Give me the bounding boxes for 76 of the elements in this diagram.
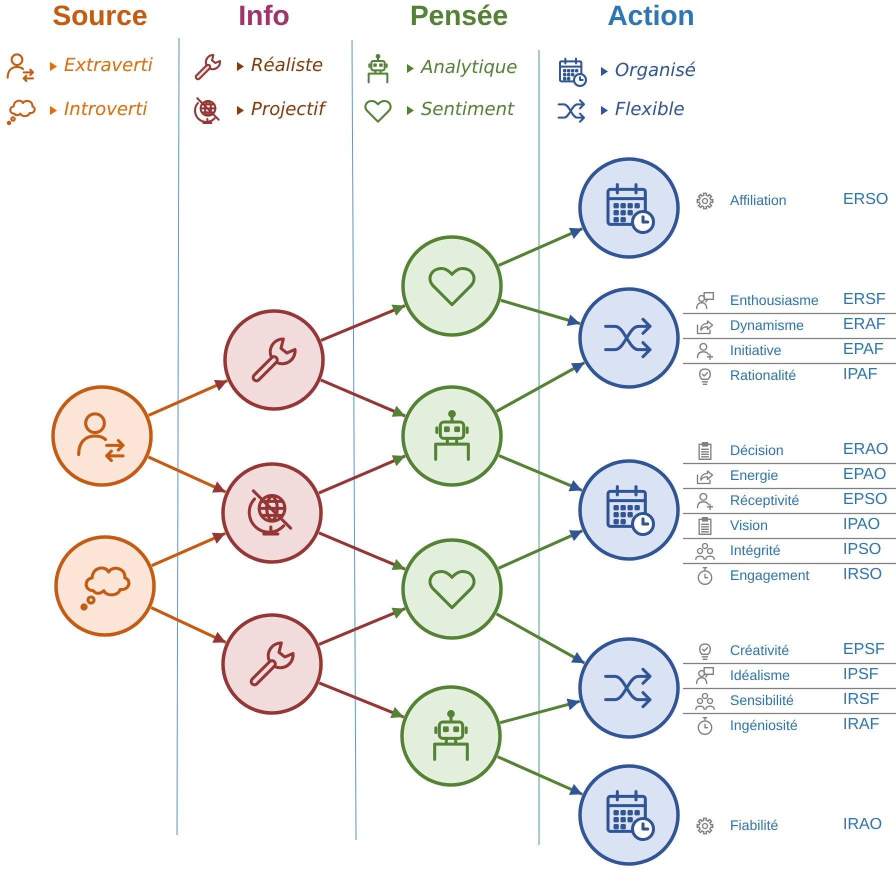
arrow [496,612,586,664]
arrow [151,532,226,567]
type-code: IRAF [843,716,880,734]
arrow [318,531,406,571]
type-code: IRSO [843,566,882,584]
column-heading: Action [607,0,695,32]
circle-node [221,462,323,564]
legend-text: Organisé [615,60,696,81]
circle-node [223,309,325,411]
type-code: IPAF [843,366,878,384]
arrow [320,378,406,418]
column-heading: Info [238,0,290,32]
circle-node [578,157,680,259]
type-code: IRAO [843,816,882,834]
trait-name: Créativité [730,642,790,658]
arrow [318,682,404,718]
type-code: ERAF [843,316,886,334]
type-code: EPSF [843,641,885,659]
trait-name: Enthousiasme [730,292,819,308]
trait-name: Dynamisme [730,317,804,333]
legend-text: Projectif [251,99,325,120]
circle-node [51,385,153,487]
trait-name: Idéalisme [730,667,790,683]
type-code: IPAO [843,516,880,534]
trait-name: Sensibilité [730,692,794,708]
legend-text: Extraverti [64,55,153,76]
circle-node [54,535,156,637]
arrow [496,361,586,413]
type-code: IRSF [843,691,880,709]
trait-name: Vision [730,517,768,533]
legend-text: Sentiment [421,99,514,120]
arrow [498,454,583,492]
trait-name: Engagement [730,567,810,583]
arrow [318,607,406,646]
arrow [500,298,580,326]
legend-text: Analytique [421,57,518,78]
type-code: EPAO [843,466,886,484]
type-code: ERAO [843,441,888,459]
type-code: ERSF [843,291,886,309]
type-code: IPSO [843,541,882,559]
trait-name: Réceptivité [730,492,800,508]
arrow [150,606,226,644]
legend-text: Introverti [64,99,148,120]
circle-node [221,613,323,715]
type-code: EPSO [843,491,888,509]
type-code: EPAF [843,341,884,359]
arrow [500,698,580,724]
column-heading: Source [52,0,148,32]
arrow [498,529,584,570]
type-code: ERSO [843,191,888,209]
arrow [148,379,228,417]
circle-node [401,385,503,487]
legend-text: Flexible [615,99,685,120]
circle-node [401,235,503,337]
arrow [497,755,583,796]
trait-name: Décision [730,442,784,458]
legend-text: Réaliste [251,55,324,76]
column-heading: Pensée [410,0,508,32]
trait-name: Intégrité [730,542,781,558]
circle-node [400,685,502,787]
circle-node [578,764,680,866]
arrow [318,454,406,494]
circle-node [578,637,680,739]
circle-node [578,459,680,561]
trait-name: Initiative [730,342,782,358]
trait-name: Rationalité [730,367,796,383]
arrow [148,456,226,494]
trait-name: Ingéniosité [730,717,798,733]
arrow [320,304,406,342]
circle-node [401,538,503,640]
circle-node [578,287,680,389]
trait-name: Affiliation [730,192,787,208]
trait-name: Energie [730,467,778,483]
type-code: IPSF [843,666,879,684]
arrow [498,227,583,267]
trait-name: Fiabilité [730,817,778,833]
